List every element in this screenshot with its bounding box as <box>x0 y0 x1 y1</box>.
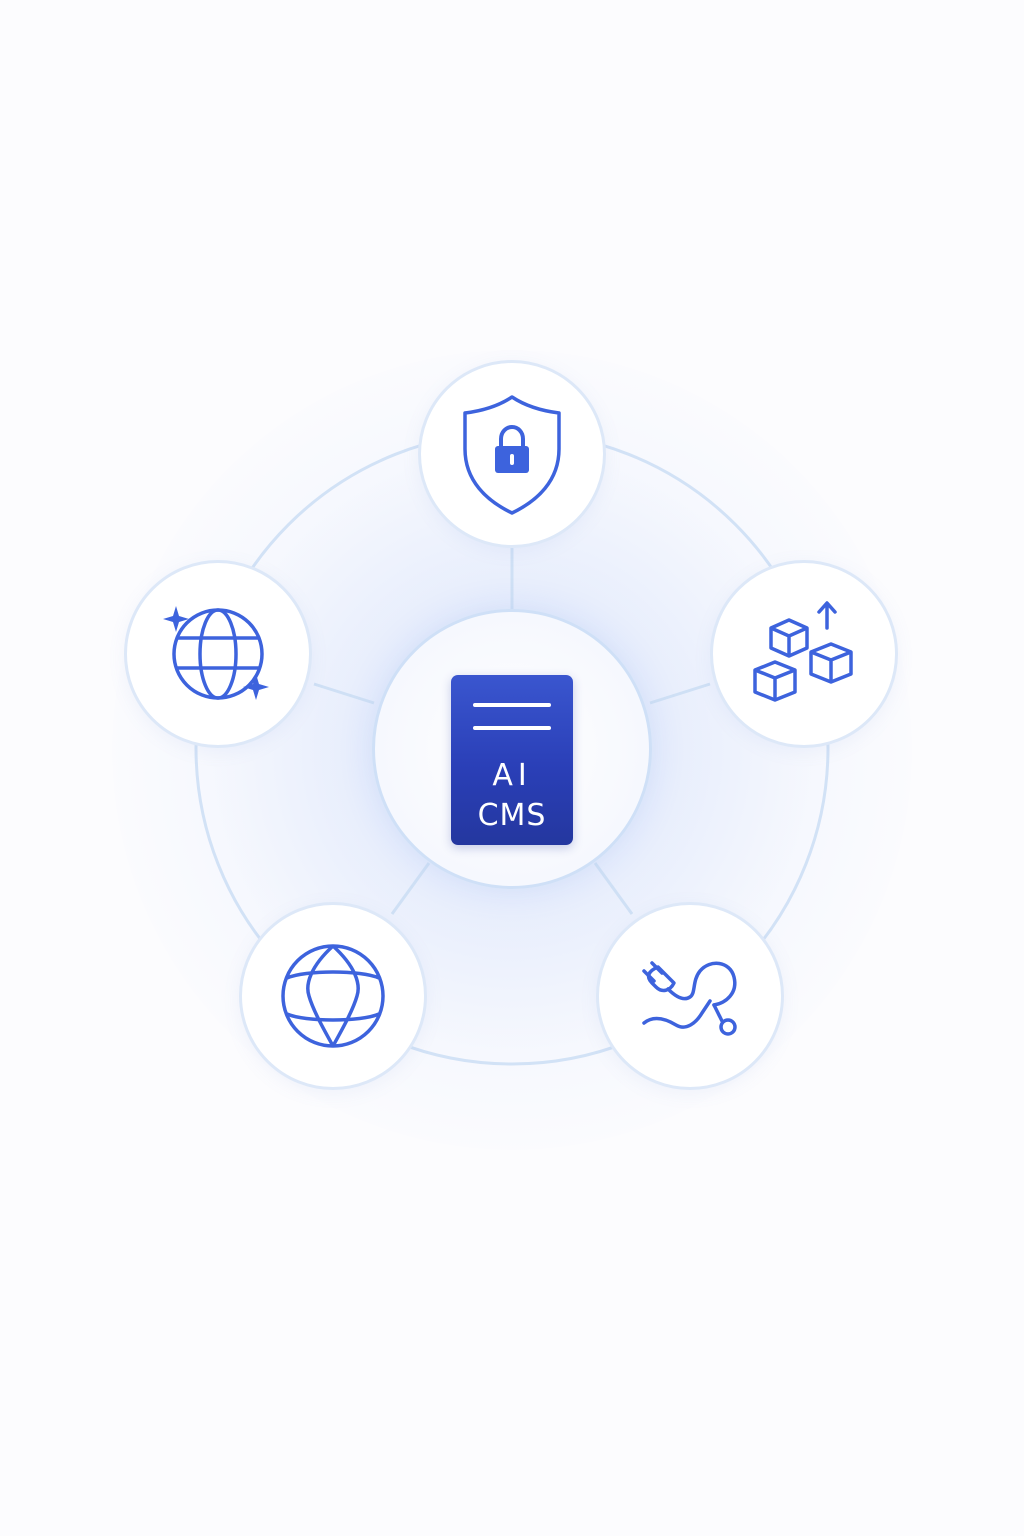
shield-lock-icon <box>463 395 561 515</box>
spoke-bottom-left <box>390 862 431 915</box>
globe-icon <box>281 944 385 1048</box>
node-security <box>418 360 606 548</box>
spoke-bottom-right <box>593 862 634 915</box>
globe-sparkles-icon <box>163 606 269 700</box>
node-ai-translation <box>124 560 312 748</box>
doc-line-2 <box>473 726 551 730</box>
spoke-right <box>649 682 711 705</box>
plug-cable-icon <box>642 961 737 1036</box>
cubes-upload-icon <box>753 601 853 702</box>
node-modules <box>710 560 898 748</box>
hub-label-ai: AI <box>492 758 532 793</box>
document-icon: AI CMS <box>451 675 573 845</box>
spoke-left <box>313 682 375 705</box>
doc-line-1 <box>473 703 551 707</box>
node-integrations <box>596 902 784 1090</box>
node-global <box>239 902 427 1090</box>
hub-label-cms: CMS <box>477 798 547 833</box>
